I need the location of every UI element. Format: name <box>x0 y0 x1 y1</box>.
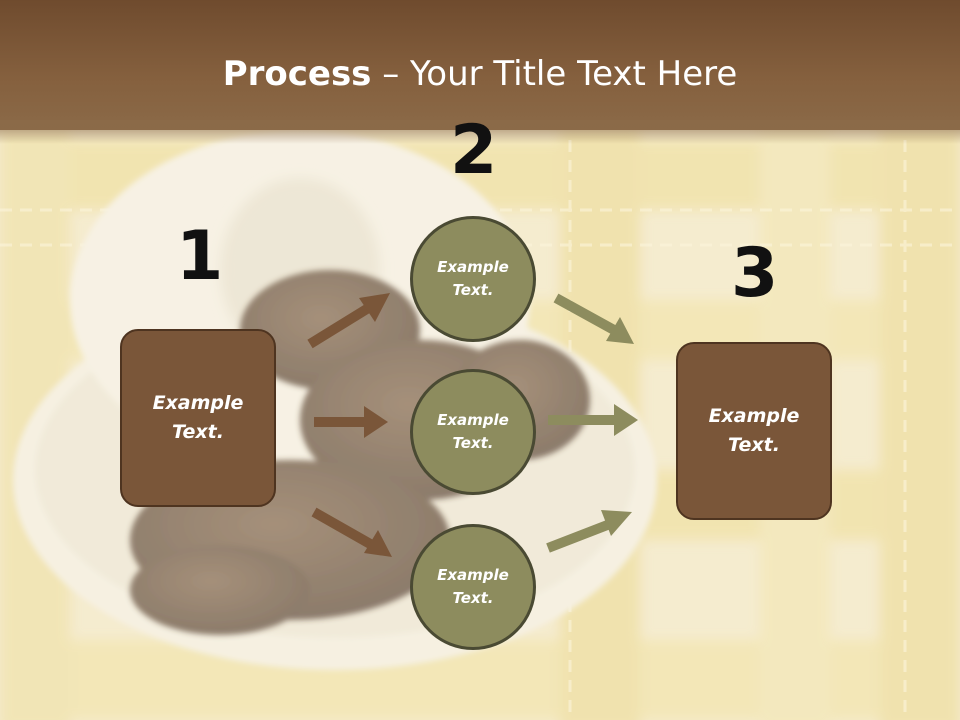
step-number-2: 2 <box>450 111 498 190</box>
slide-title: Process – Your Title Text Here <box>0 52 960 96</box>
slide-title-rest: – Your Title Text Here <box>371 54 738 94</box>
arrow-circle-top-to-box3 <box>553 293 634 344</box>
step-2-circle-bottom: Example Text. <box>410 524 536 650</box>
slide-title-bold: Process <box>222 54 372 94</box>
step-3-box: Example Text. <box>676 342 832 520</box>
step-2-circle-middle-label: Example Text. <box>437 411 509 452</box>
arrow-box1-to-circle-middle <box>314 406 388 438</box>
step-number-3: 3 <box>731 234 779 313</box>
arrow-box1-to-circle-bottom <box>311 507 392 557</box>
arrow-circle-middle-to-box3 <box>548 404 638 436</box>
arrow-box1-to-circle-top <box>307 293 390 349</box>
step-1-box: Example Text. <box>120 329 276 507</box>
arrow-circle-bottom-to-box3 <box>546 510 632 553</box>
title-bar-fade <box>0 120 960 144</box>
step-1-label: Example Text. <box>152 392 244 443</box>
step-2-circle-bottom-label: Example Text. <box>437 566 509 607</box>
step-2-circle-top-label: Example Text. <box>437 258 509 299</box>
step-number-1: 1 <box>176 217 224 296</box>
step-2-circle-middle: Example Text. <box>410 369 536 495</box>
step-3-label: Example Text. <box>708 405 800 456</box>
step-2-circle-top: Example Text. <box>410 216 536 342</box>
title-bar <box>0 0 960 130</box>
